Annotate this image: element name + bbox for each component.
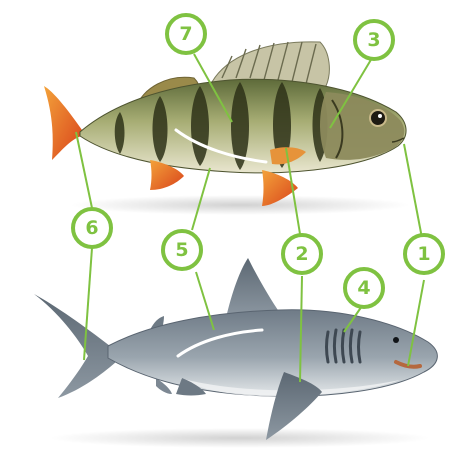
callout-1-label: 1: [417, 243, 430, 265]
callout-4-label: 4: [357, 277, 370, 299]
callout-5: 5: [163, 231, 201, 269]
perch-illustration: [44, 42, 410, 215]
callout-5-label: 5: [175, 239, 188, 261]
callout-3: 3: [355, 21, 393, 59]
callout-7-label: 7: [179, 23, 192, 45]
callout-1: 1: [405, 235, 443, 273]
callout-6-label: 6: [85, 217, 98, 239]
callout-2-label: 2: [295, 243, 308, 265]
shark-dorsal-fin: [226, 258, 282, 318]
callout-4: 4: [345, 269, 383, 307]
leader-line-6: [76, 132, 92, 208]
callout-6: 6: [73, 209, 111, 247]
perch-tail-fin: [44, 86, 82, 160]
leader-line-1: [404, 144, 422, 238]
callout-7: 7: [167, 15, 205, 53]
callout-2: 2: [283, 235, 321, 273]
perch-eye: [370, 110, 386, 126]
shark-eye: [393, 337, 399, 343]
shark-tail-fin: [34, 294, 116, 398]
callout-3-label: 3: [367, 29, 380, 51]
